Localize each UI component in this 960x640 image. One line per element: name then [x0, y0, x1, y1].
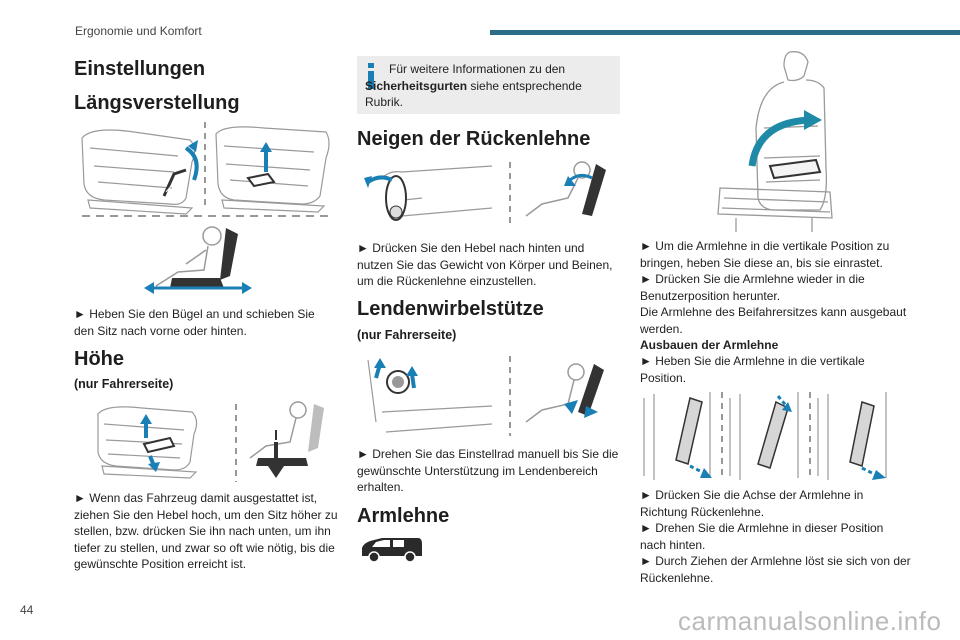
text-armrest-col3-p1: ► Um die Armlehne in die vertikale Posit… — [640, 239, 890, 270]
watermark-text: carmanualsonline.info — [678, 606, 942, 636]
info-text: Für weitere Informationen zu den Sicherh… — [365, 62, 582, 109]
header-accent-bar — [490, 30, 960, 35]
subheading-height-driver: (nur Fahrerseite) — [74, 377, 174, 391]
figure-height-adjustment — [92, 400, 332, 484]
text-lumbar: ► Drehen Sie das Einstellrad manuell bis… — [357, 447, 619, 494]
figure-armrest-removal — [640, 388, 902, 484]
text-armrest-removal-heading: Ausbauen der Armlehne — [640, 338, 779, 352]
text-longitudinal: ► Heben Sie den Bügel an und schieben Si… — [74, 307, 315, 338]
text-height: ► Wenn das Fahrzeug damit ausgestattet i… — [74, 491, 338, 571]
heading-height: Höhe — [74, 348, 124, 370]
figure-armrest-seat — [700, 48, 850, 234]
van-icon — [360, 536, 424, 564]
text-backrest: ► Drücken Sie den Hebel nach hinten und … — [357, 241, 613, 288]
heading-armrest: Armlehne — [357, 505, 450, 527]
figure-lumbar-support — [362, 352, 614, 438]
text-armrest-col3-p3: Die Armlehne des Beifahrersitzes kann au… — [640, 305, 907, 336]
heading-longitudinal: Längsverstellung — [74, 92, 240, 114]
page-number: 44 — [20, 603, 34, 617]
text-armrest-col3-p7: ► Drehen Sie die Armlehne in dieser Posi… — [640, 521, 884, 552]
heading-lumbar: Lendenwirbelstütze — [357, 298, 544, 320]
text-armrest-col3-p6: ► Drücken Sie die Achse der Armlehne in … — [640, 488, 864, 519]
figure-backrest-tilt — [362, 158, 614, 228]
text-armrest-col3-p8: ► Durch Ziehen der Armlehne löst sie sic… — [640, 554, 911, 585]
section-title: Einstellungen — [74, 58, 206, 80]
running-header: Ergonomie und Komfort — [75, 24, 202, 38]
subheading-lumbar-driver: (nur Fahrerseite) — [357, 328, 457, 342]
heading-backrest: Neigen der Rückenlehne — [357, 128, 591, 150]
text-armrest-col3-p5: ► Heben Sie die Armlehne in die vertikal… — [640, 354, 865, 385]
figure-longitudinal-adjustment — [74, 118, 336, 300]
text-armrest-col3-p2: ► Drücken Sie die Armlehne wieder in die… — [640, 272, 865, 303]
info-icon — [368, 63, 374, 89]
info-box-seatbelts: Für weitere Informationen zu den Sicherh… — [357, 56, 620, 114]
